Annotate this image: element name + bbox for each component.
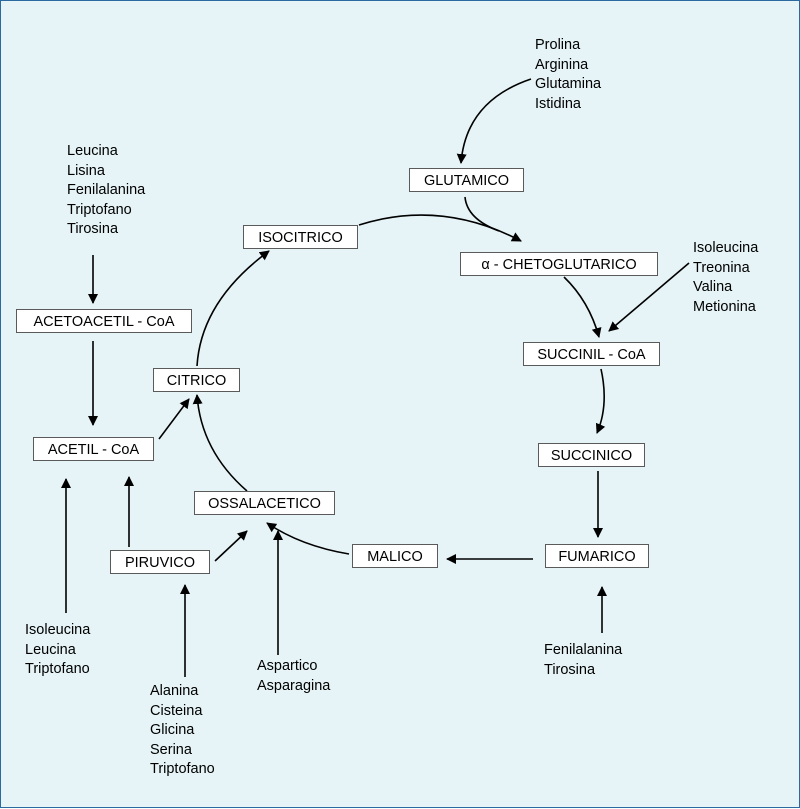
arrow-malico-ossalacetico [266,522,350,555]
node-acetoacetil: ACETOACETIL - CoA [16,309,192,333]
list-item: Alanina [150,683,199,699]
list-to-ossalacetico: Aspartico Asparagina [257,657,330,696]
list-item: Treonina [693,259,750,276]
list-to-glutamico: Prolina Arginina Glutamina Istidina [535,36,601,114]
list-item: Triptofano [67,201,132,218]
list-item: Leucina [25,641,76,658]
node-piruvico: PIRUVICO [110,550,210,574]
list-item: Tirosina [67,221,119,237]
list-to-piruvico: Alanina Cisteina Glicina Serina Triptofa… [150,682,215,780]
list-item: Glutamina [535,76,602,92]
list-item: Glicina [150,722,195,738]
list-item: Lisina [67,162,105,179]
arrow-glutamico-chetoglutarico [464,196,500,232]
node-ossalacetico: OSSALACETICO [194,491,335,515]
arrow-succinil-succinico [595,368,606,434]
arrow-piruvico-ossalacetico [214,530,248,562]
list-to-fumarico: Fenilalanina Tirosina [544,641,622,680]
list-to-succinil: Isoleucina Treonina Valina Metionina [693,239,758,317]
arrow-prolina-glutamico [456,78,532,164]
node-isocitrico: ISOCITRICO [243,225,358,249]
list-item: Isoleucina [25,622,91,638]
list-item: Aspartico [257,658,318,674]
list-item: Fenilalanina [544,642,623,658]
list-item: Tirosina [544,661,596,678]
list-item: Arginina [535,56,589,73]
list-item: Leucina [67,143,118,159]
node-succinil: SUCCINIL - CoA [523,342,660,366]
list-item: Isoleucina [693,240,759,256]
list-item: Asparagina [257,677,331,694]
list-item: Triptofano [150,761,215,777]
arrow-citrico-isocitrico [196,250,270,367]
arrow-chetoglutarico-succinil [563,276,602,338]
node-acetil: ACETIL - CoA [33,437,154,461]
list-item: Serina [150,741,192,758]
list-item: Triptofano [25,661,90,677]
node-glutamico: GLUTAMICO [409,168,524,192]
list-item: Cisteina [150,702,203,719]
arrow-ossalacetico-citrico [192,394,248,492]
node-chetoglutarico: α - CHETOGLUTARICO [460,252,658,276]
list-to-acetoacetil: Leucina Lisina Fenilalanina Triptofano T… [67,142,145,240]
arrow-isoleucina-succinil [608,262,690,332]
node-fumarico: FUMARICO [545,544,649,568]
list-item: Istidina [535,95,581,112]
list-item: Metionina [693,298,756,315]
node-succinico: SUCCINICO [538,443,645,467]
node-malico: MALICO [352,544,438,568]
arrow-isocitrico-chetoglutarico [358,214,522,242]
list-item: Valina [693,279,733,295]
arrow-acetil-citrico [158,398,190,440]
list-item: Fenilalanina [67,182,146,198]
list-item: Prolina [535,37,581,53]
list-to-acetil: Isoleucina Leucina Triptofano [25,621,90,680]
node-citrico: CITRICO [153,368,240,392]
